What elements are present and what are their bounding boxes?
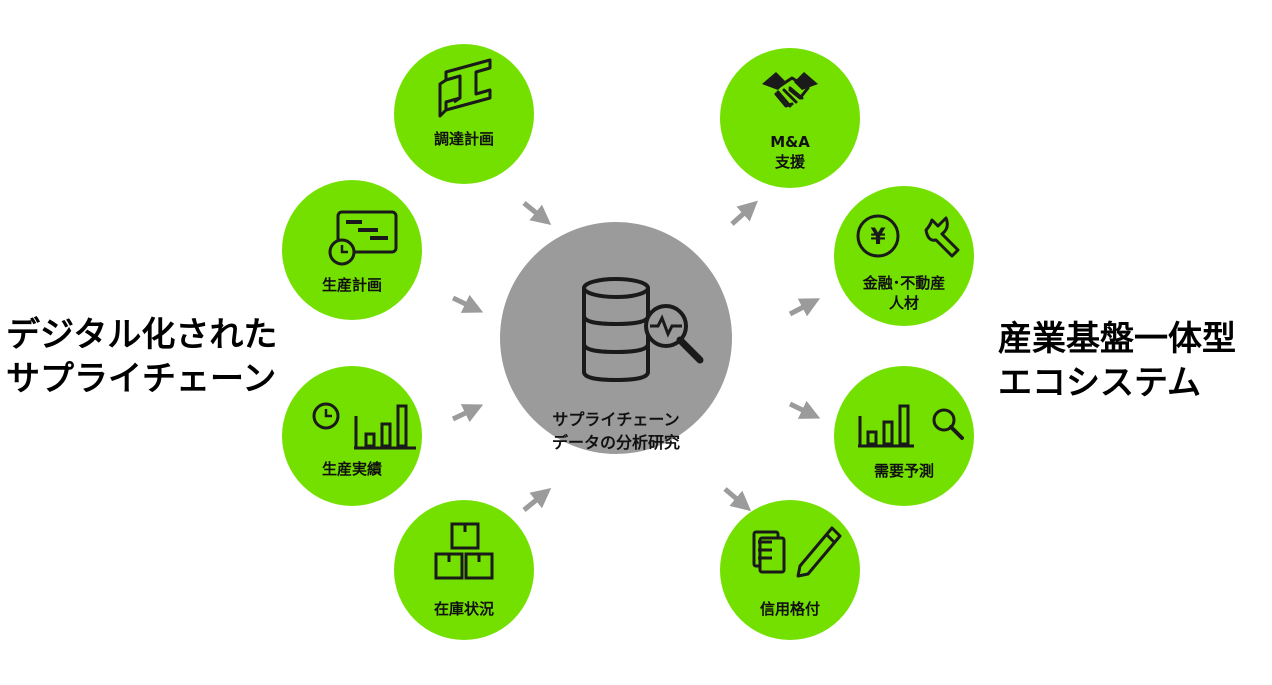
schedule-chart-clock-icon bbox=[328, 210, 398, 266]
node-demand-forecast-label: 需要予測 bbox=[834, 461, 974, 481]
node-production-results-label: 生産実績 bbox=[282, 459, 422, 479]
left-label-line-1: デジタル化された bbox=[6, 315, 278, 355]
node-ma-support-label: M&A 支援 bbox=[720, 132, 860, 172]
right-label-line-2: エコシステム bbox=[998, 363, 1201, 403]
node-finance-label-line-2: 人材 bbox=[888, 294, 919, 312]
node-finance-label-line-1: 金融･不動産 bbox=[862, 274, 946, 292]
database-analysis-icon bbox=[582, 277, 704, 383]
bar-chart-magnifier-icon bbox=[858, 404, 964, 448]
steel-beam-icon bbox=[438, 58, 492, 118]
node-credit-rating-label: 信用格付 bbox=[720, 599, 860, 619]
right-label-line-1: 産業基盤一体型 bbox=[998, 319, 1236, 359]
arrow-center-to-finance bbox=[788, 298, 821, 317]
arrow-procurement-to-center bbox=[522, 201, 552, 226]
node-finance-realestate-hr-label: 金融･不動産 人材 bbox=[834, 273, 974, 313]
arrow-production-results-to-center bbox=[451, 404, 484, 423]
node-ma-support: M&A 支援 bbox=[720, 48, 860, 188]
svg-text:¥: ¥ bbox=[870, 225, 886, 250]
node-ma-support-label-line-1: M&A bbox=[770, 133, 810, 151]
document-pen-icon bbox=[752, 526, 842, 578]
clock-bar-chart-icon bbox=[312, 402, 416, 450]
node-production-results: 生産実績 bbox=[282, 366, 422, 506]
node-production-plan-label: 生産計画 bbox=[282, 275, 422, 295]
node-inventory-status: 在庫状況 bbox=[394, 500, 534, 640]
node-credit-rating-label-line: 信用格付 bbox=[759, 600, 820, 618]
node-credit-rating: 信用格付 bbox=[720, 500, 860, 640]
node-production-plan-label-line: 生産計画 bbox=[321, 276, 382, 294]
stacked-boxes-icon bbox=[434, 522, 494, 580]
node-production-results-label-line: 生産実績 bbox=[321, 460, 382, 478]
handshake-icon bbox=[762, 72, 818, 108]
node-inventory-status-label-line: 在庫状況 bbox=[433, 600, 494, 618]
arrow-inventory-to-center bbox=[522, 487, 552, 512]
left-label-line-2: サプライチェーン bbox=[6, 359, 277, 399]
arrow-center-to-ma bbox=[730, 200, 758, 226]
node-demand-forecast-label-line: 需要予測 bbox=[873, 462, 934, 480]
digital-supply-chain-label: デジタル化された サプライチェーン bbox=[6, 313, 277, 401]
industrial-ecosystem-label: 産業基盤一体型 エコシステム bbox=[998, 317, 1236, 405]
center-label: サプライチェーン データの分析研究 bbox=[500, 408, 732, 454]
node-inventory-status-label: 在庫状況 bbox=[394, 599, 534, 619]
yen-coin-wrench-icon: ¥ bbox=[856, 214, 960, 258]
node-finance-realestate-hr: ¥ 金融･不動産 人材 bbox=[834, 186, 974, 326]
center-label-line-2: データの分析研究 bbox=[551, 433, 680, 452]
node-ma-support-label-line-2: 支援 bbox=[774, 153, 805, 171]
node-production-plan: 生産計画 bbox=[282, 180, 422, 320]
node-procurement-plan-label-line: 調達計画 bbox=[433, 130, 494, 148]
arrow-production-plan-to-center bbox=[451, 294, 484, 313]
arrow-center-to-credit bbox=[723, 487, 752, 512]
node-procurement-plan: 調達計画 bbox=[394, 44, 534, 184]
arrow-center-to-forecast bbox=[788, 400, 821, 419]
node-procurement-plan-label: 調達計画 bbox=[394, 129, 534, 149]
node-demand-forecast: 需要予測 bbox=[834, 366, 974, 506]
center-analysis-node: サプライチェーン データの分析研究 bbox=[500, 222, 732, 454]
center-label-line-1: サプライチェーン bbox=[552, 410, 680, 429]
